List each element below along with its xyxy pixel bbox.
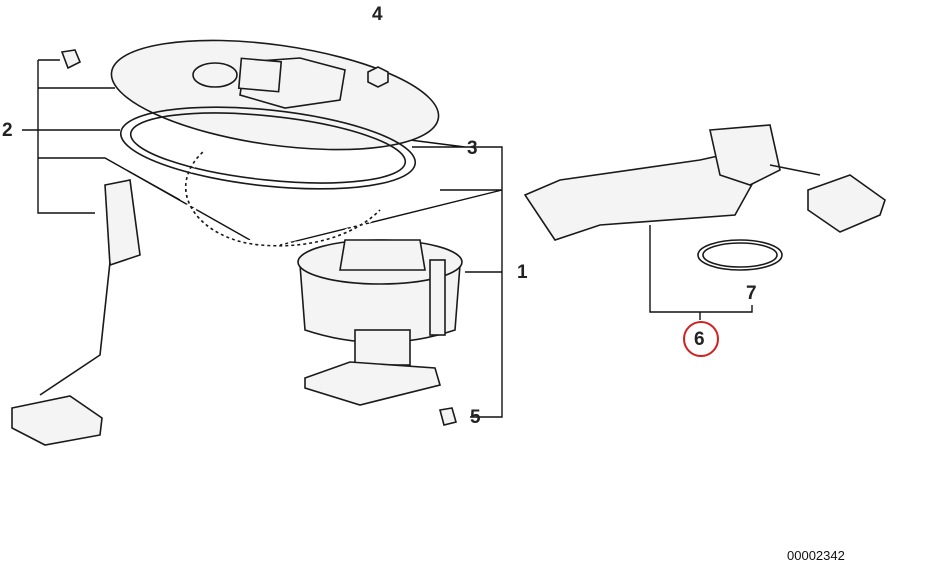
o-ring bbox=[697, 239, 783, 271]
nut bbox=[367, 66, 389, 88]
fuel-pump bbox=[297, 239, 463, 406]
gasket bbox=[119, 106, 417, 190]
leader-lines bbox=[22, 59, 753, 418]
callout-6: 6 bbox=[694, 329, 705, 350]
callout-2: 2 bbox=[2, 120, 13, 141]
callout-3: 3 bbox=[467, 138, 478, 159]
cover-plate bbox=[110, 39, 440, 151]
left-sender bbox=[11, 179, 141, 446]
callout-1: 1 bbox=[517, 262, 528, 283]
callout-4: 4 bbox=[372, 4, 383, 25]
clip-top bbox=[60, 49, 82, 70]
diagram-reference-number: 00002342 bbox=[787, 548, 845, 563]
clip-5 bbox=[439, 407, 457, 426]
callout-5: 5 bbox=[470, 407, 481, 428]
level-sensor-assembly bbox=[523, 124, 886, 241]
highlight-circle bbox=[683, 321, 719, 357]
callout-7: 7 bbox=[746, 283, 757, 304]
